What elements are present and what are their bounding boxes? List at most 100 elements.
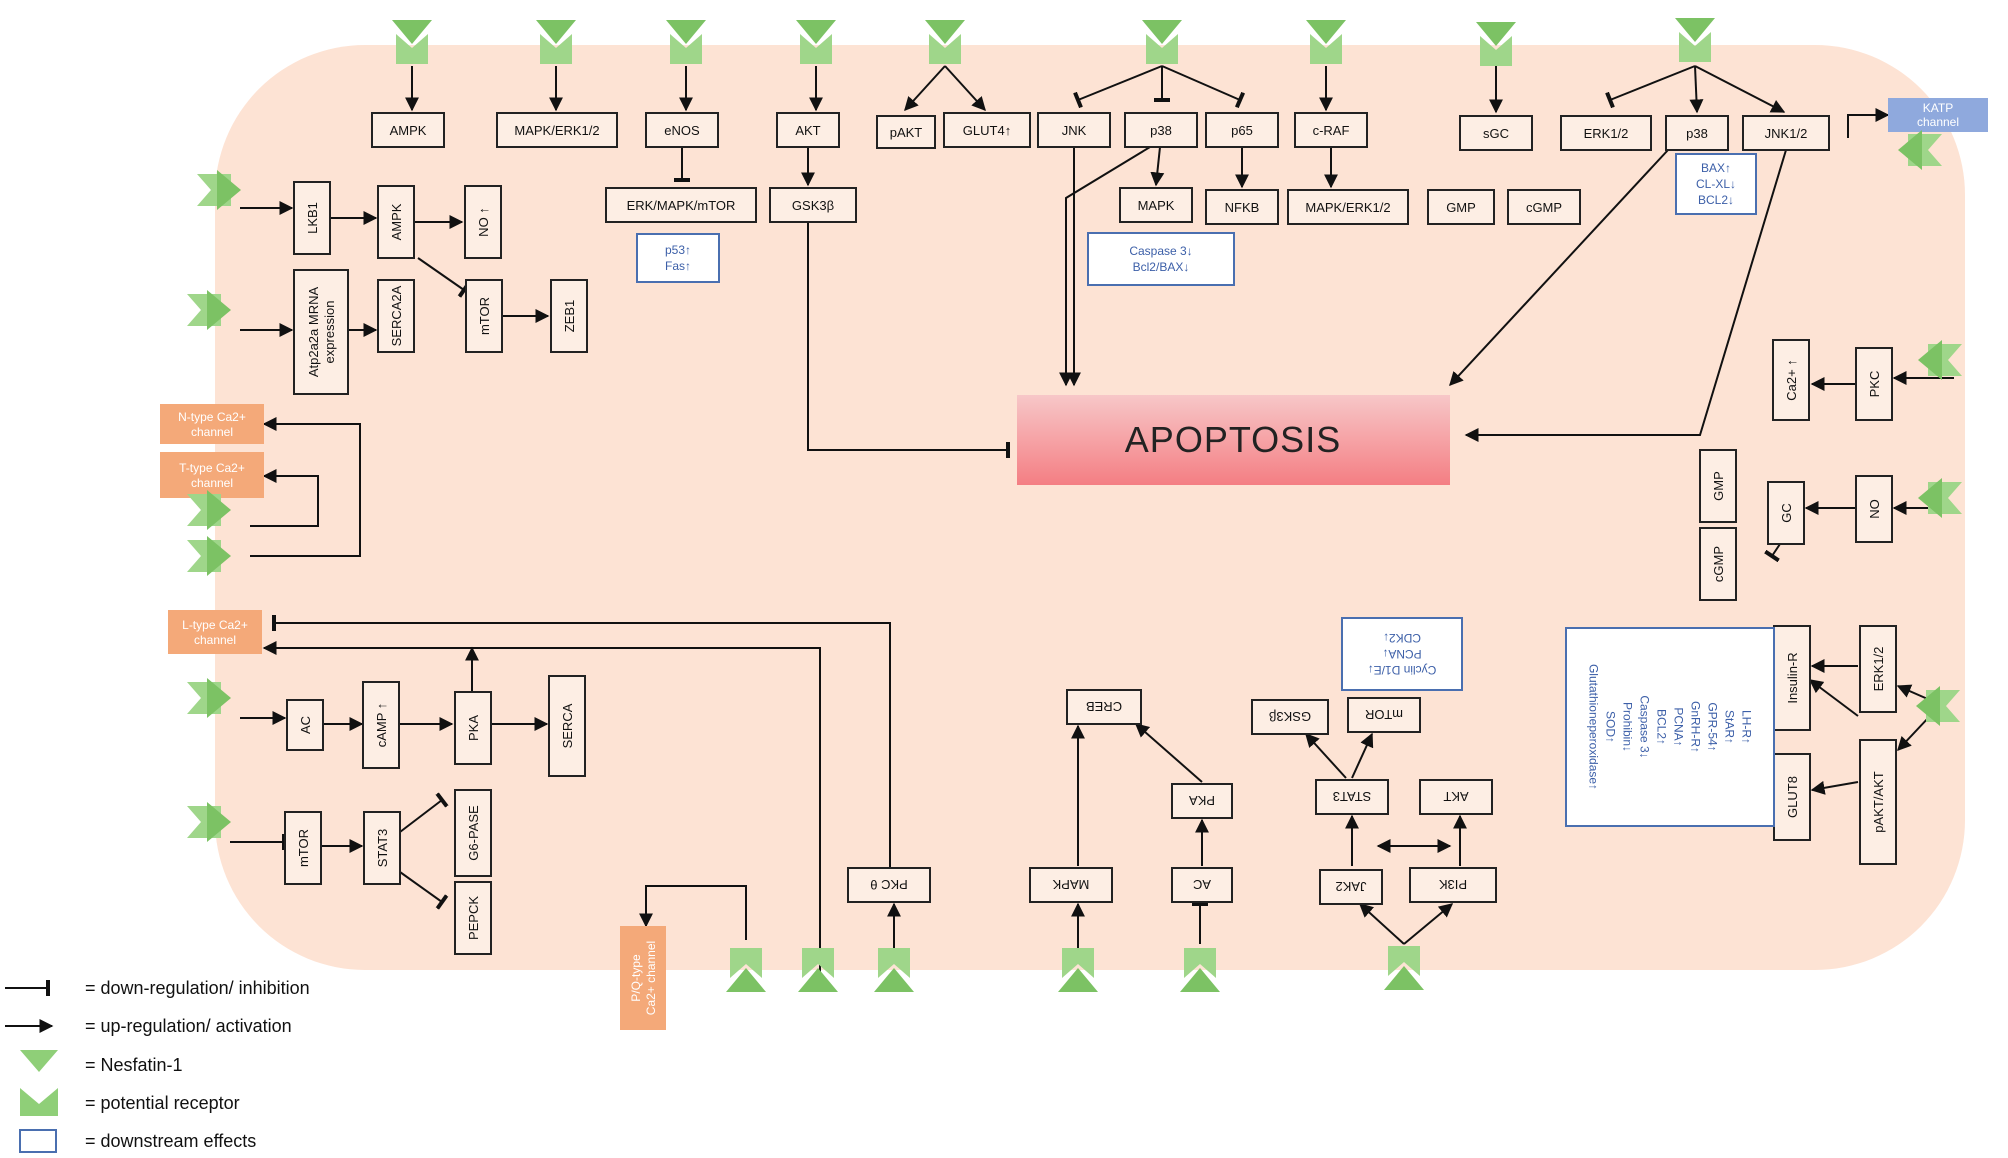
node-nfkb: NFKB: [1205, 189, 1279, 225]
node-ampk: AMPK: [371, 112, 445, 148]
activation-edge: [1896, 684, 1931, 701]
activation-edge: [250, 469, 319, 527]
node-label: GSK3β: [792, 198, 834, 213]
node-label: AKT: [795, 123, 820, 138]
inhibition-edge: [1078, 65, 1163, 100]
node-jnk: JNK: [1037, 112, 1111, 148]
nesfatin-receptor: [1142, 20, 1182, 64]
activation-edge: [1810, 780, 1859, 795]
node-label: PKA: [466, 715, 481, 741]
apoptosis-label: APOPTOSIS: [1125, 419, 1341, 460]
node-label: p65: [1231, 123, 1253, 138]
node-label: STAT3: [1333, 790, 1372, 805]
nesfatin-receptor: [1898, 130, 1942, 170]
node-label: PKC: [1867, 371, 1882, 398]
node-insulin-r: Insulin-R: [1773, 625, 1811, 731]
nesfatin-receptor: [536, 20, 576, 64]
node-label: Insulin-R: [1785, 652, 1800, 703]
node-pakt: pAKT: [876, 115, 936, 149]
channel-ltype: L-type Ca2+channel: [168, 610, 262, 654]
node-label: AKT: [1443, 790, 1468, 805]
nesfatin-receptor: [1058, 948, 1098, 992]
node-label: AC: [298, 716, 313, 734]
node-label: PEPCK: [466, 896, 481, 940]
apoptosis-box: APOPTOSIS: [1017, 395, 1450, 485]
effect-box-bax: BAX↑CL-XL↓BCL2↓: [1675, 153, 1757, 215]
node-sgc: sGC: [1459, 115, 1533, 151]
inhibition-edge: [399, 800, 442, 833]
nesfatin-receptor: [187, 536, 231, 576]
channel-ntype: N-type Ca2+channel: [160, 404, 264, 444]
legend-receptor-label: = potential receptor: [85, 1093, 240, 1113]
node-label: PI3K: [1439, 878, 1468, 893]
node-label: MAPK: [1138, 198, 1175, 213]
node-label: PKC θ: [870, 878, 908, 893]
node-label: GLUT8: [1785, 776, 1800, 818]
node-cgmp-r: cGMP: [1699, 527, 1737, 601]
node-label: MAPK: [1052, 878, 1089, 893]
effect-box-caspase: Caspase 3↓Bcl2/BAX↓: [1087, 232, 1235, 286]
node-label: GMP: [1711, 471, 1726, 501]
node-erk-mapk-mtor: ERK/MAPK/mTOR: [605, 187, 757, 223]
effect-box-gene-list: LH-R↑StAR↑GPR-54↑GnRH-R↑PCNA↑BCL2↑Caspas…: [1565, 627, 1775, 827]
nesfatin-receptor: [187, 678, 231, 718]
node-label: GC: [1779, 503, 1794, 523]
legend-nesfatin-label: = Nesfatin-1: [85, 1055, 183, 1075]
node-label: Ca2+ ↑: [1784, 359, 1799, 401]
activation-edge: [1897, 715, 1931, 752]
node-label: MAPK/ERK1/2: [514, 123, 599, 138]
node-pi3k: PI3K: [1409, 867, 1497, 903]
effect-text: BAX↑CL-XL↓BCL2↓: [1696, 161, 1736, 207]
nesfatin-receptor: [874, 948, 914, 992]
node-jak2: JAK2: [1319, 869, 1383, 905]
effect-text: p53↑Fas↑: [665, 243, 691, 273]
node-label: PKA: [1189, 794, 1215, 809]
activation-edge: [1694, 65, 1786, 113]
node-label: G6-PASE: [466, 805, 481, 861]
activation-edge: [1808, 679, 1859, 717]
node-cgmp-top: cGMP: [1507, 189, 1581, 225]
nesfatin-receptor: [1918, 478, 1962, 518]
node-serca: SERCA: [548, 675, 586, 777]
nesfatin-receptor: [666, 20, 706, 64]
node-label: NO: [1867, 499, 1882, 519]
node-creb: CREB: [1066, 689, 1142, 725]
effect-box-p53-fas: p53↑Fas↑: [636, 233, 720, 283]
node-zeb1: ZEB1: [550, 279, 588, 353]
node-label: JAK2: [1335, 880, 1366, 895]
node-mapk-erk2: MAPK/ERK1/2: [1287, 189, 1409, 225]
channel-label: P/Q-typeCa2+ channel: [629, 941, 658, 1015]
node-label: JNK1/2: [1765, 126, 1808, 141]
effect-text: Caspase 3↓Bcl2/BAX↓: [1129, 244, 1192, 274]
inhibition-edge: [274, 623, 891, 870]
node-label: p38: [1150, 123, 1172, 138]
legend-inhibition-label: = down-regulation/ inhibition: [85, 978, 310, 998]
node-label: mTOR: [296, 829, 311, 867]
node-akt: AKT: [776, 112, 840, 148]
node-label: AMPK: [389, 203, 404, 240]
activation-edge: [944, 65, 986, 112]
effect-text: LH-R↑StAR↑GPR-54↑GnRH-R↑PCNA↑BCL2↑Caspas…: [1587, 664, 1754, 790]
node-label: cAMP ↑: [374, 703, 389, 748]
node-label: GMP: [1446, 200, 1476, 215]
node-label: eNOS: [664, 123, 700, 138]
nesfatin-receptor: [1675, 18, 1715, 62]
node-mapk-mid: MAPK: [1119, 187, 1193, 223]
node-mtor-l: mTOR: [284, 811, 322, 885]
effect-text: Cyclin D1/E↓PCNA↓CDK2↓: [1368, 631, 1437, 677]
node-label: Atp2a2a MRNAexpression: [306, 287, 337, 378]
receptor-icon: [20, 1088, 58, 1116]
legend-activation-label: = up-regulation/ activation: [85, 1016, 292, 1036]
node-label: JNK: [1062, 123, 1087, 138]
nesfatin-receptor: [1306, 20, 1346, 64]
node-label: mTOR: [1365, 708, 1403, 723]
node-label: cGMP: [1711, 546, 1726, 582]
node-label: p38: [1686, 126, 1708, 141]
inhibition-edge: [807, 222, 1008, 450]
nesfatin-receptor: [187, 290, 231, 330]
inhibition-edge: [1610, 65, 1696, 100]
legend-effects-label: = downstream effects: [85, 1131, 256, 1151]
receptors-layer: [187, 18, 1962, 992]
